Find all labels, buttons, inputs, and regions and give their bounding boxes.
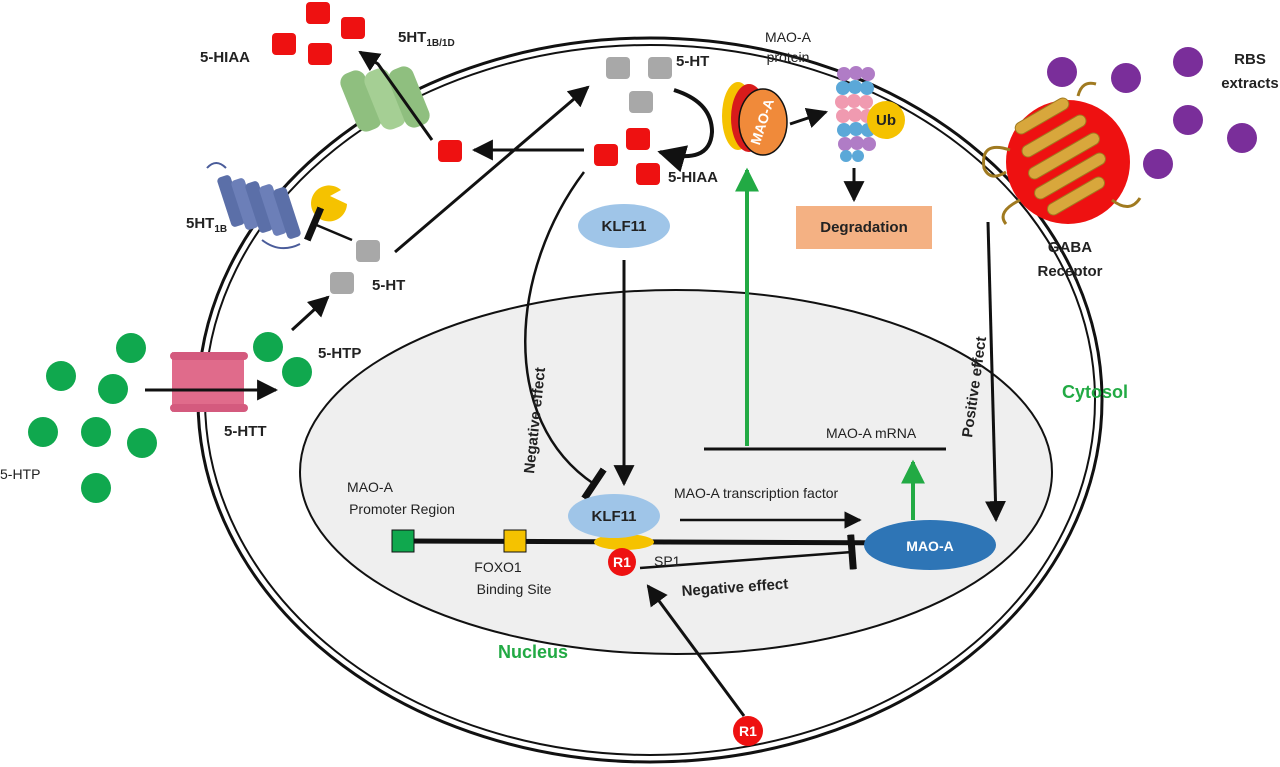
- rbs-extract-molecules: [1047, 47, 1257, 179]
- r1-bound-label: R1: [613, 554, 631, 570]
- r1-free-node: [733, 716, 763, 746]
- dna-strand: [403, 538, 911, 546]
- 5ht1b-receptor: [206, 162, 301, 250]
- maoa-tf-label: MAO-A transcription factor: [674, 485, 839, 501]
- klf11-nucleus-node: [568, 494, 660, 538]
- proteasome-icon: [835, 66, 876, 162]
- 5-htt-transporter: [170, 352, 248, 412]
- 5ht1b1d-receptor: [340, 66, 430, 132]
- foxo1-binding-site-marker: [503, 529, 527, 553]
- cytosol-label: Cytosol: [1062, 382, 1128, 402]
- serotonin-mid: [330, 240, 380, 294]
- maoa-to-degradation-arrow: [789, 108, 828, 128]
- promoter-label-2: Promoter Region: [349, 501, 455, 517]
- hiaa-top-label: 5-HIAA: [200, 49, 250, 66]
- htp-to-ht-arrow: [290, 295, 330, 332]
- hiaa-outside: [272, 2, 365, 65]
- ht1b-label: 5HT1B: [186, 215, 227, 235]
- nucleus: [299, 289, 1053, 655]
- degradation-box: [796, 206, 932, 249]
- foxo1-label-1: FOXO1: [474, 559, 522, 575]
- maoa-mrna-label: MAO-A mRNA: [826, 425, 917, 441]
- hiaa-mid-label: 5-HIAA: [668, 169, 718, 186]
- r1-entry-arrow: [646, 584, 746, 717]
- r1-bound-node: [608, 548, 636, 576]
- r1-inhibition-line: [639, 534, 857, 570]
- sp1-factor: [594, 534, 654, 550]
- hiaa-mid-cluster: [594, 128, 660, 185]
- serotonin-top: [606, 57, 672, 113]
- ht-to-vesicle-arrow: [394, 85, 590, 254]
- maoa-protein-label-1: MAO-A: [765, 29, 812, 45]
- nucleus-label: Nucleus: [498, 642, 568, 662]
- htp-far-label: 5-HTP: [0, 466, 40, 482]
- klf11-nucleus-label: KLF11: [591, 508, 636, 525]
- gaba-label-1: GABA: [1048, 239, 1092, 256]
- mao-a-enzyme-icon: MAO-A: [722, 82, 788, 156]
- gaba-label-2: Receptor: [1037, 263, 1102, 280]
- rbs-label-1: RBS: [1234, 51, 1266, 68]
- foxo1-label-2: Binding Site: [477, 581, 552, 597]
- maoa-gene-label: MAO-A: [906, 538, 953, 554]
- receptor-inhibition-line: [303, 206, 353, 242]
- r1-free-label: R1: [739, 723, 757, 739]
- htp-near-label: 5-HTP: [318, 345, 361, 362]
- hiaa-export-arrow: [358, 50, 434, 141]
- maoa-gene-node: [864, 520, 996, 570]
- ht-top-label: 5-HT: [676, 53, 709, 70]
- ubiquitin-icon: [867, 101, 905, 139]
- rbs-label-2: extracts: [1221, 75, 1279, 92]
- hiaa-single: [438, 140, 462, 162]
- negative-effect-curve: [524, 171, 607, 501]
- promoter-region-marker: [391, 529, 415, 553]
- positive-effect-arrow: [984, 221, 1006, 523]
- gaba-receptor: [982, 81, 1142, 225]
- maoa-protein-label-2: protein: [767, 49, 810, 65]
- htt-label: 5-HTT: [224, 423, 267, 440]
- promoter-label-1: MAO-A: [347, 479, 394, 495]
- sp1-label: SP1: [654, 553, 681, 569]
- serotonin-binding-site-icon: [311, 185, 347, 222]
- ht-mid-label: 5-HT: [372, 277, 405, 294]
- ub-label: Ub: [876, 112, 896, 129]
- ht1b1d-label: 5HT1B/1D: [398, 29, 455, 49]
- klf11-top-label: KLF11: [601, 218, 646, 235]
- metabolism-cycle-arrow: [657, 88, 715, 173]
- klf11-cytosol: [578, 204, 670, 248]
- degradation-label: Degradation: [820, 219, 908, 236]
- htp-molecules: [28, 332, 312, 503]
